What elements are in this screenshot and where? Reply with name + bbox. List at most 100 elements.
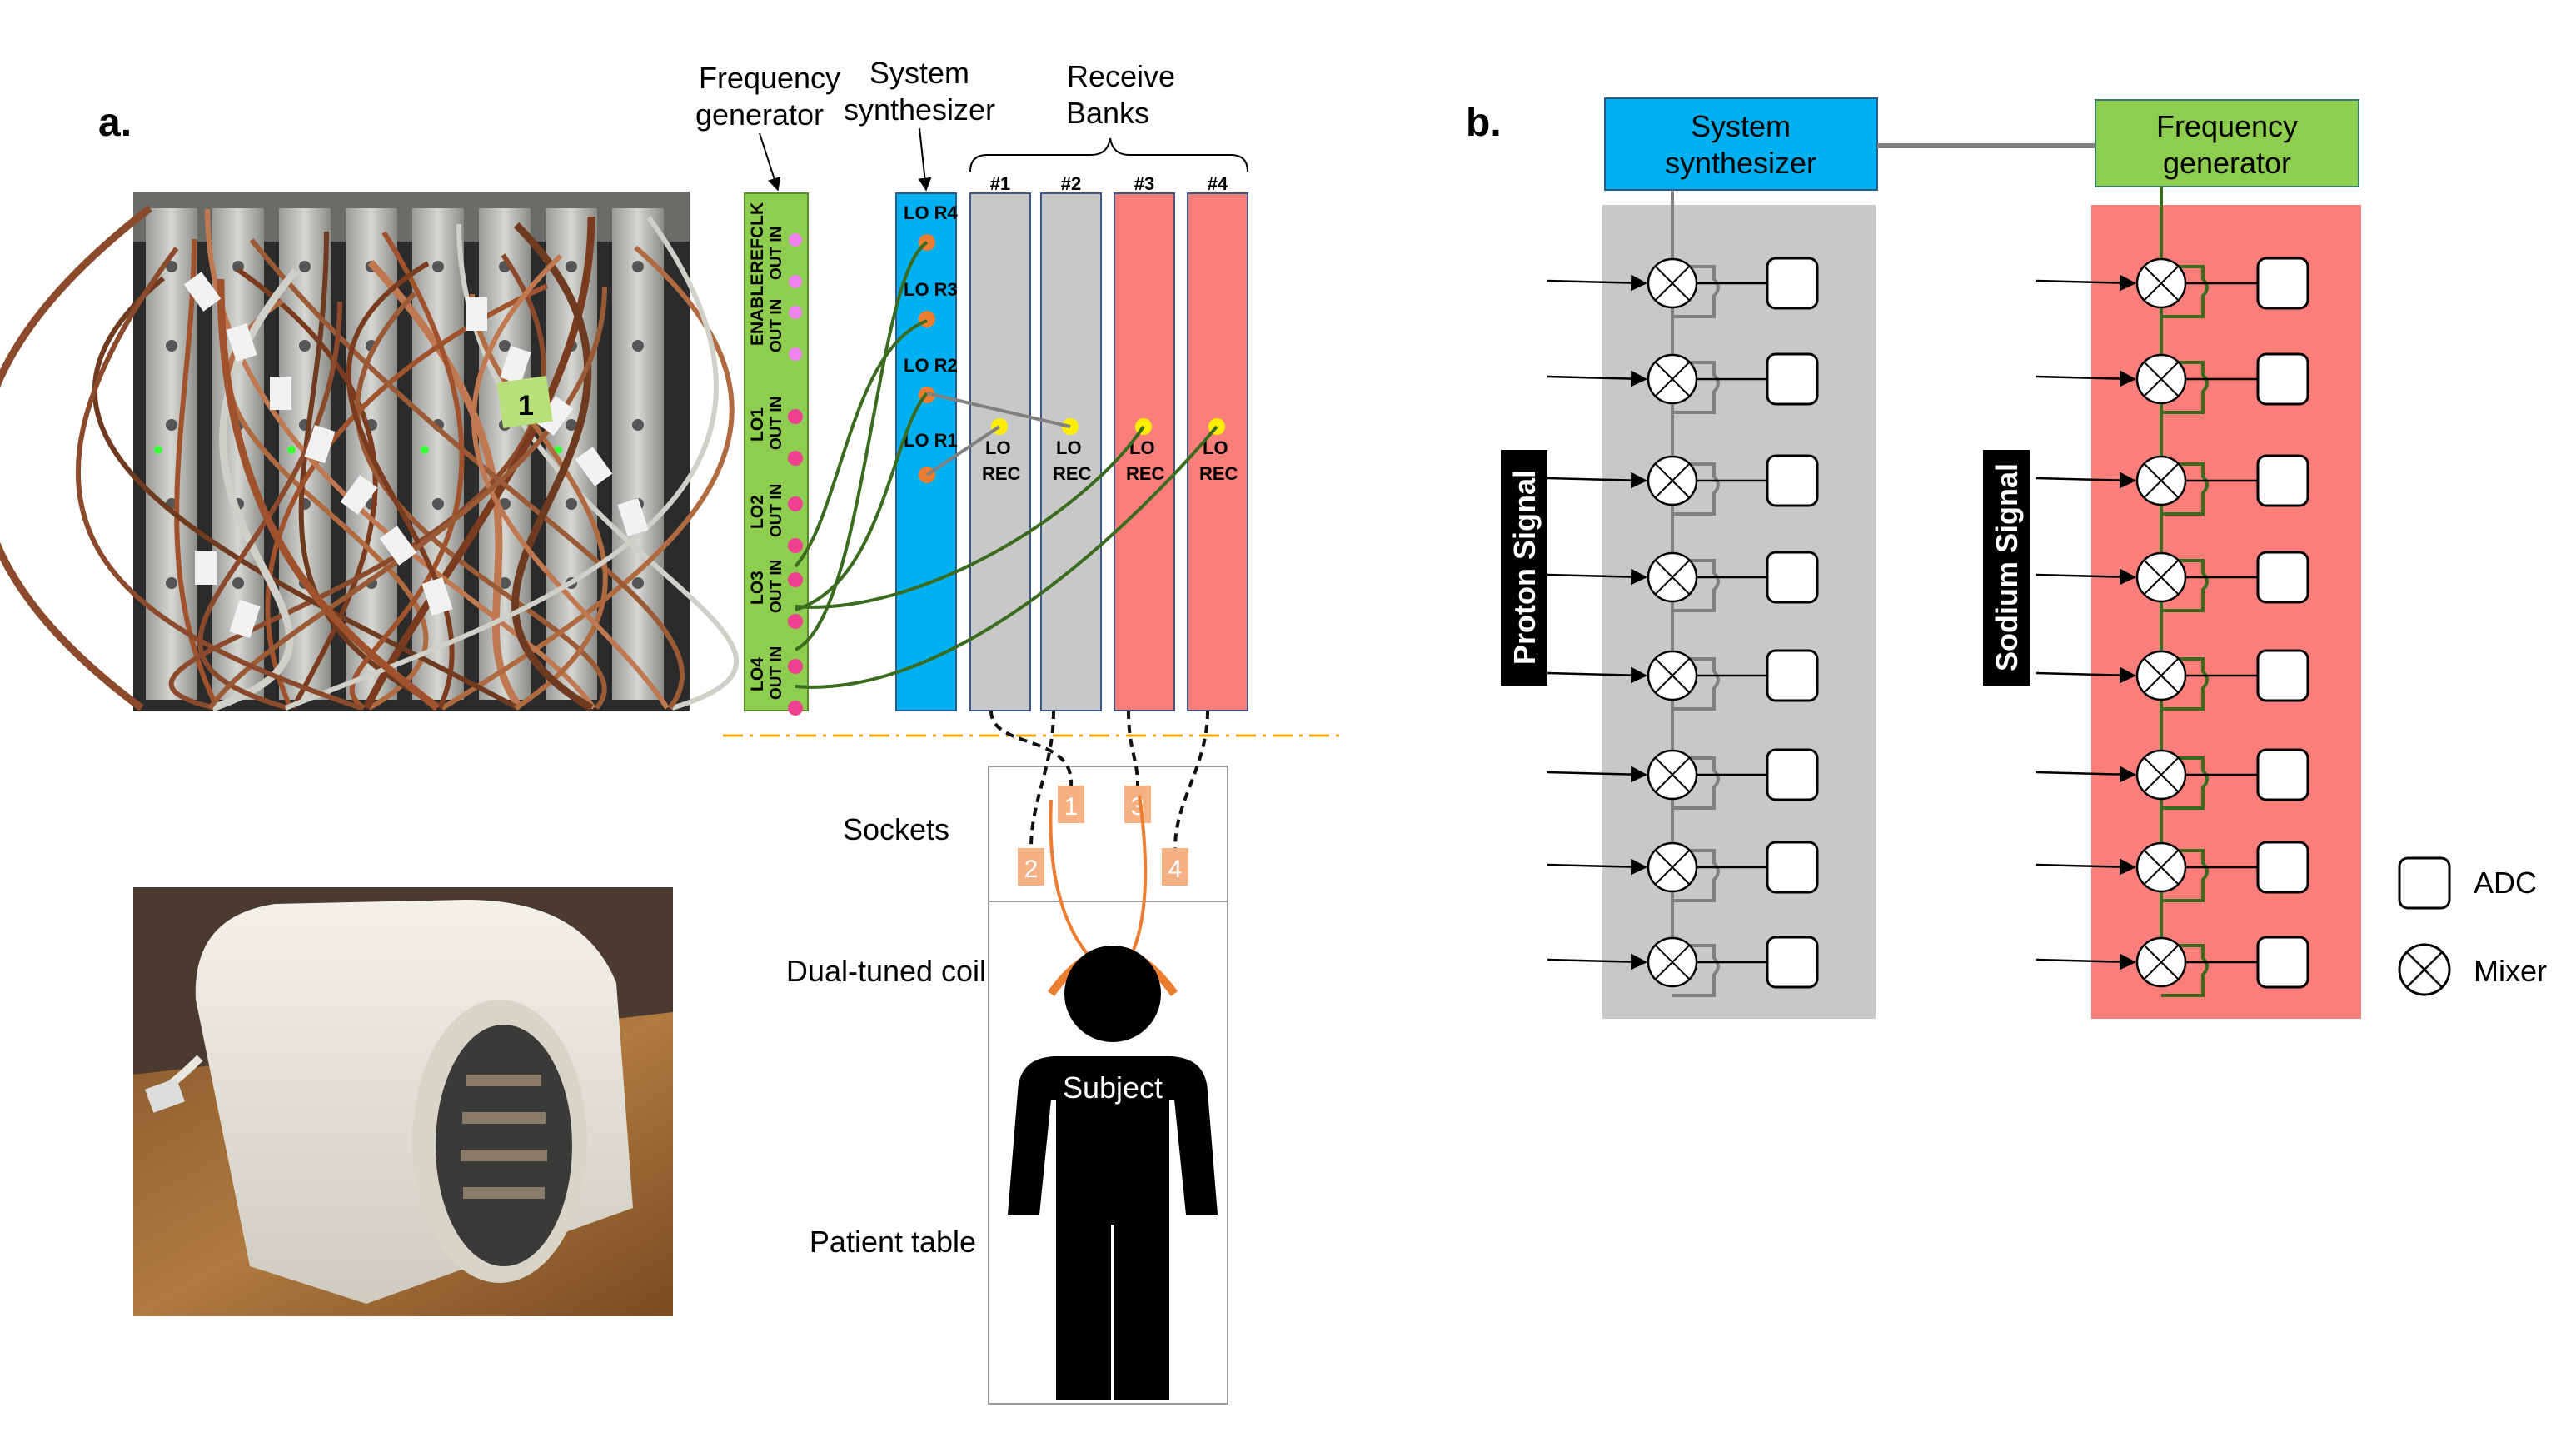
subject-figure [1008,946,1218,1400]
proton-mixer-x [1655,266,1690,301]
photo-cable [217,278,440,711]
photo-rack-cables: 1 [0,192,740,712]
proton-lo-bump [1672,756,1720,810]
port-in-dot [789,306,802,319]
photo-cable [511,222,594,711]
svg-text:OUT IN: OUT IN [768,646,785,700]
sodium-lo-bump [2161,265,2209,318]
svg-text:LO3: LO3 [748,571,767,605]
rack-connector [632,419,644,431]
photo-cable-tag [226,322,257,362]
rack-connector [432,261,444,272]
sodium-signal-label: Sodium Signal [1990,463,2024,671]
sodium-input-arrow [2035,953,2136,970]
rack-connector [166,261,177,272]
socket-4: 4 [1162,848,1188,886]
b-system-synth-line2: synthesizer [1665,146,1816,180]
sodium-input-arrow [2035,858,2136,876]
svg-text:REC: REC [1053,463,1092,484]
proton-input-arrow [1547,472,1647,489]
sodium-adc-8 [2256,936,2309,989]
photo-cable-tag [500,345,531,385]
socket-cable-4 [1173,710,1209,849]
svg-text:Frequency: Frequency [699,61,840,95]
sodium-adc-2 [2256,352,2309,406]
label-dual-tuned-coil: Dual-tuned coil [786,954,986,988]
photo-cable-tag [229,599,261,639]
label-system-synthesizer: System synthesizer [844,56,995,127]
proton-input-arrow [1547,858,1647,876]
port-out-dot [788,451,803,466]
proton-adc-7 [1766,841,1819,894]
proton-lo-bump [1672,265,1720,318]
svg-text:LO R3: LO R3 [904,279,958,300]
rack-led [154,446,162,454]
proton-lo-bump [1672,361,1720,414]
wire-lo3-out-to-r2 [795,392,929,611]
wire-r1-to-bank1 [925,425,1001,477]
svg-text:synthesizer: synthesizer [844,92,995,127]
panel-b-letter: b. [1466,101,1502,145]
sodium-adc-5 [2256,649,2309,702]
photo-cable [346,261,455,710]
proton-input-arrow [1547,666,1647,684]
svg-text:OUT IN: OUT IN [768,484,785,537]
svg-text:LO2: LO2 [748,495,767,529]
rack-slot [412,208,464,700]
synth-port-lo-r3: LO R3 [904,279,958,327]
svg-text:2: 2 [1024,856,1039,883]
rack-connector [566,498,577,510]
sodium-input-arrow [2035,370,2136,387]
synth-port-lo-r1: LO R1 [904,430,958,483]
photo-cable-tag [536,396,574,436]
svg-text:OUT IN: OUT IN [768,299,785,352]
sodium-input-arrow [2035,472,2136,489]
proton-signal-box [1501,450,1547,686]
sodium-mixer-x [2144,266,2179,301]
proton-mixer-x [1655,560,1690,595]
proton-mixer-x [1655,658,1690,693]
b-system-synth-line1: System [1691,109,1791,143]
panel-a-letter: a. [98,101,132,145]
photo-tag-1 [496,376,553,428]
photo-cable-tag [183,272,222,312]
proton-mixer-x [1655,757,1690,792]
socket-cable-2 [1029,710,1055,849]
svg-text:REC: REC [982,463,1021,484]
sodium-mixer-x [2144,757,2179,792]
b-freq-gen-line1: Frequency [2156,109,2298,143]
receive-banks-brace [969,137,1248,172]
proton-input-arrow [1547,766,1647,783]
socket-3: 3 [1124,786,1151,823]
sodium-mixer-x [2144,658,2179,693]
svg-text:LO: LO [1056,437,1082,458]
svg-text:System: System [869,56,969,90]
photo-cable-tag [270,377,291,410]
svg-text:#2: #2 [1061,173,1081,194]
svg-text:LO R4: LO R4 [904,202,959,223]
port-in-dot [788,572,803,587]
sodium-adc-7 [2256,841,2309,894]
rack-connector [166,419,177,431]
b-freq-gen-line2: generator [2163,146,2291,180]
svg-text:LO: LO [1203,437,1228,458]
rack-slot [612,208,664,700]
port-out-dot [788,614,803,629]
sodium-mixer-x [2144,560,2179,595]
photo-cable-tag [340,475,378,515]
photo-cable [211,268,299,712]
svg-text:OUT IN: OUT IN [768,227,785,280]
sodium-lo-bump [2161,849,2209,902]
proton-adc-4 [1766,551,1819,604]
photo-cable [237,267,378,710]
svg-text:OUT IN: OUT IN [768,397,785,450]
rack-connector [632,577,644,589]
rack-connector [566,261,577,272]
svg-text:ENABLE: ENABLE [748,274,767,346]
proton-adc-8 [1766,936,1819,989]
